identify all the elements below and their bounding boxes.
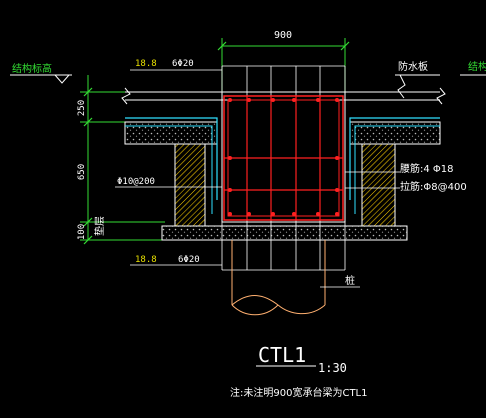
rebar-labels: 18.8 6Φ20 18.8 6Φ20 Φ10@200 腰筋:4 Φ18 拉筋:… — [115, 59, 467, 266]
stirrup-text: Φ10@200 — [117, 177, 155, 187]
cushion-side-text: 垫层 — [93, 216, 106, 236]
dim-900-text: 900 — [274, 30, 292, 41]
cushion-base — [161, 225, 408, 241]
waterproof-board-label: 防水板 — [395, 60, 440, 99]
structural-level-left-text: 结构标高 — [12, 62, 52, 75]
title-scale: 1:30 — [318, 361, 347, 375]
dim-650-text: 650 — [77, 164, 87, 180]
pile-text: 桩 — [345, 274, 355, 287]
structural-level-right-text: 结构 — [468, 60, 486, 73]
tie-bar-text: 拉筋:Φ8@400 — [400, 180, 467, 193]
level-mark-left: 结构标高 — [10, 62, 72, 84]
bottom-bar-spec-text: 6Φ20 — [178, 255, 200, 265]
side-slabs — [124, 117, 441, 214]
dimension-900: 900 — [217, 30, 350, 92]
top-bar-spec-text: 6Φ20 — [172, 59, 194, 69]
dim-100-text: 100 — [77, 224, 87, 240]
waist-bar-text: 腰筋:4 Φ18 — [400, 162, 454, 175]
vertical-dimensions: 250 650 100 垫层 — [77, 75, 165, 245]
dim-250-text: 250 — [77, 100, 87, 116]
waterproof-board-text: 防水板 — [398, 60, 428, 73]
reinforcement — [223, 95, 344, 221]
pile: 桩 — [231, 240, 360, 316]
bottom-bar-grade-text: 18.8 — [135, 255, 157, 265]
title-block: CTL1 1:30 注:未注明900宽承台梁为CTL1 — [230, 343, 367, 399]
title-name: CTL1 — [258, 343, 306, 367]
brick-walls — [174, 143, 396, 227]
top-bar-grade-text: 18.8 — [135, 59, 157, 69]
level-mark-right: 结构 — [460, 60, 486, 76]
title-note: 注:未注明900宽承台梁为CTL1 — [230, 386, 367, 399]
